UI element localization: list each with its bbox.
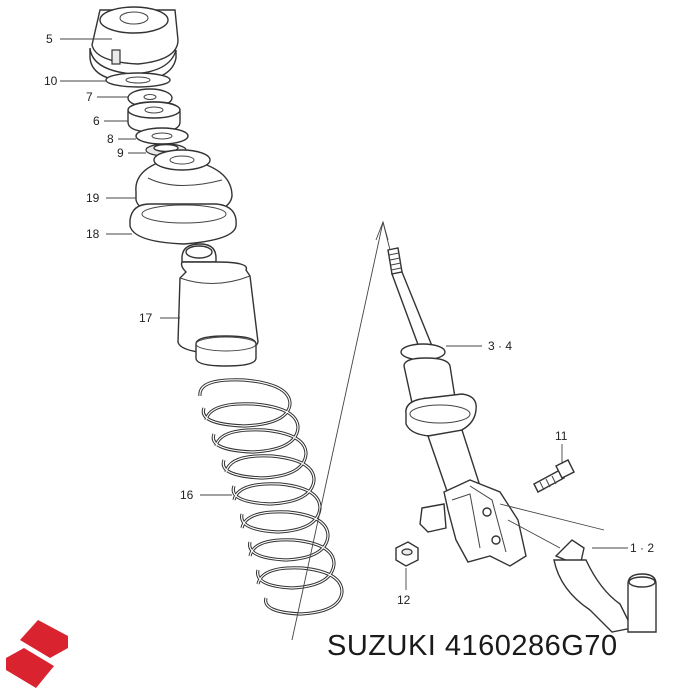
part-3-4-strut xyxy=(387,247,527,567)
callout-7: 7 xyxy=(86,90,93,104)
callout-leader-lines xyxy=(60,38,628,590)
callout-6: 6 xyxy=(93,114,100,128)
part-12-nut xyxy=(395,541,419,567)
part-5-strut-mount xyxy=(89,6,179,83)
part-10-washer xyxy=(105,72,171,88)
part-8-ring xyxy=(135,127,189,145)
callout-10: 10 xyxy=(44,74,58,88)
callout-11: 11 xyxy=(555,429,568,443)
part-6-bushing xyxy=(127,101,181,133)
callout-8: 8 xyxy=(107,132,114,146)
callout-16: 16 xyxy=(180,488,194,502)
part-1-2-knuckle xyxy=(553,539,657,633)
explode-guide-lines xyxy=(291,220,605,641)
brand-name: SUZUKI xyxy=(327,630,437,662)
suzuki-logo-icon xyxy=(6,620,68,688)
callout-1-2: 1 · 2 xyxy=(630,541,654,555)
callout-17: 17 xyxy=(139,311,153,325)
part-11-bolt xyxy=(533,459,575,493)
part-18-insulator xyxy=(129,203,237,245)
callout-18: 18 xyxy=(86,227,100,241)
callout-19: 19 xyxy=(86,191,100,205)
callout-9: 9 xyxy=(117,146,124,160)
part-number: 4160286G70 xyxy=(444,630,618,662)
callout-12: 12 xyxy=(397,593,411,607)
part-17-bump-stop xyxy=(177,243,259,367)
callout-5: 5 xyxy=(46,32,53,46)
brand-part-number-label: SUZUKI 4160286G70 xyxy=(327,630,618,663)
callout-3-4: 3 · 4 xyxy=(488,339,512,353)
part-16-coil-spring xyxy=(198,378,344,616)
